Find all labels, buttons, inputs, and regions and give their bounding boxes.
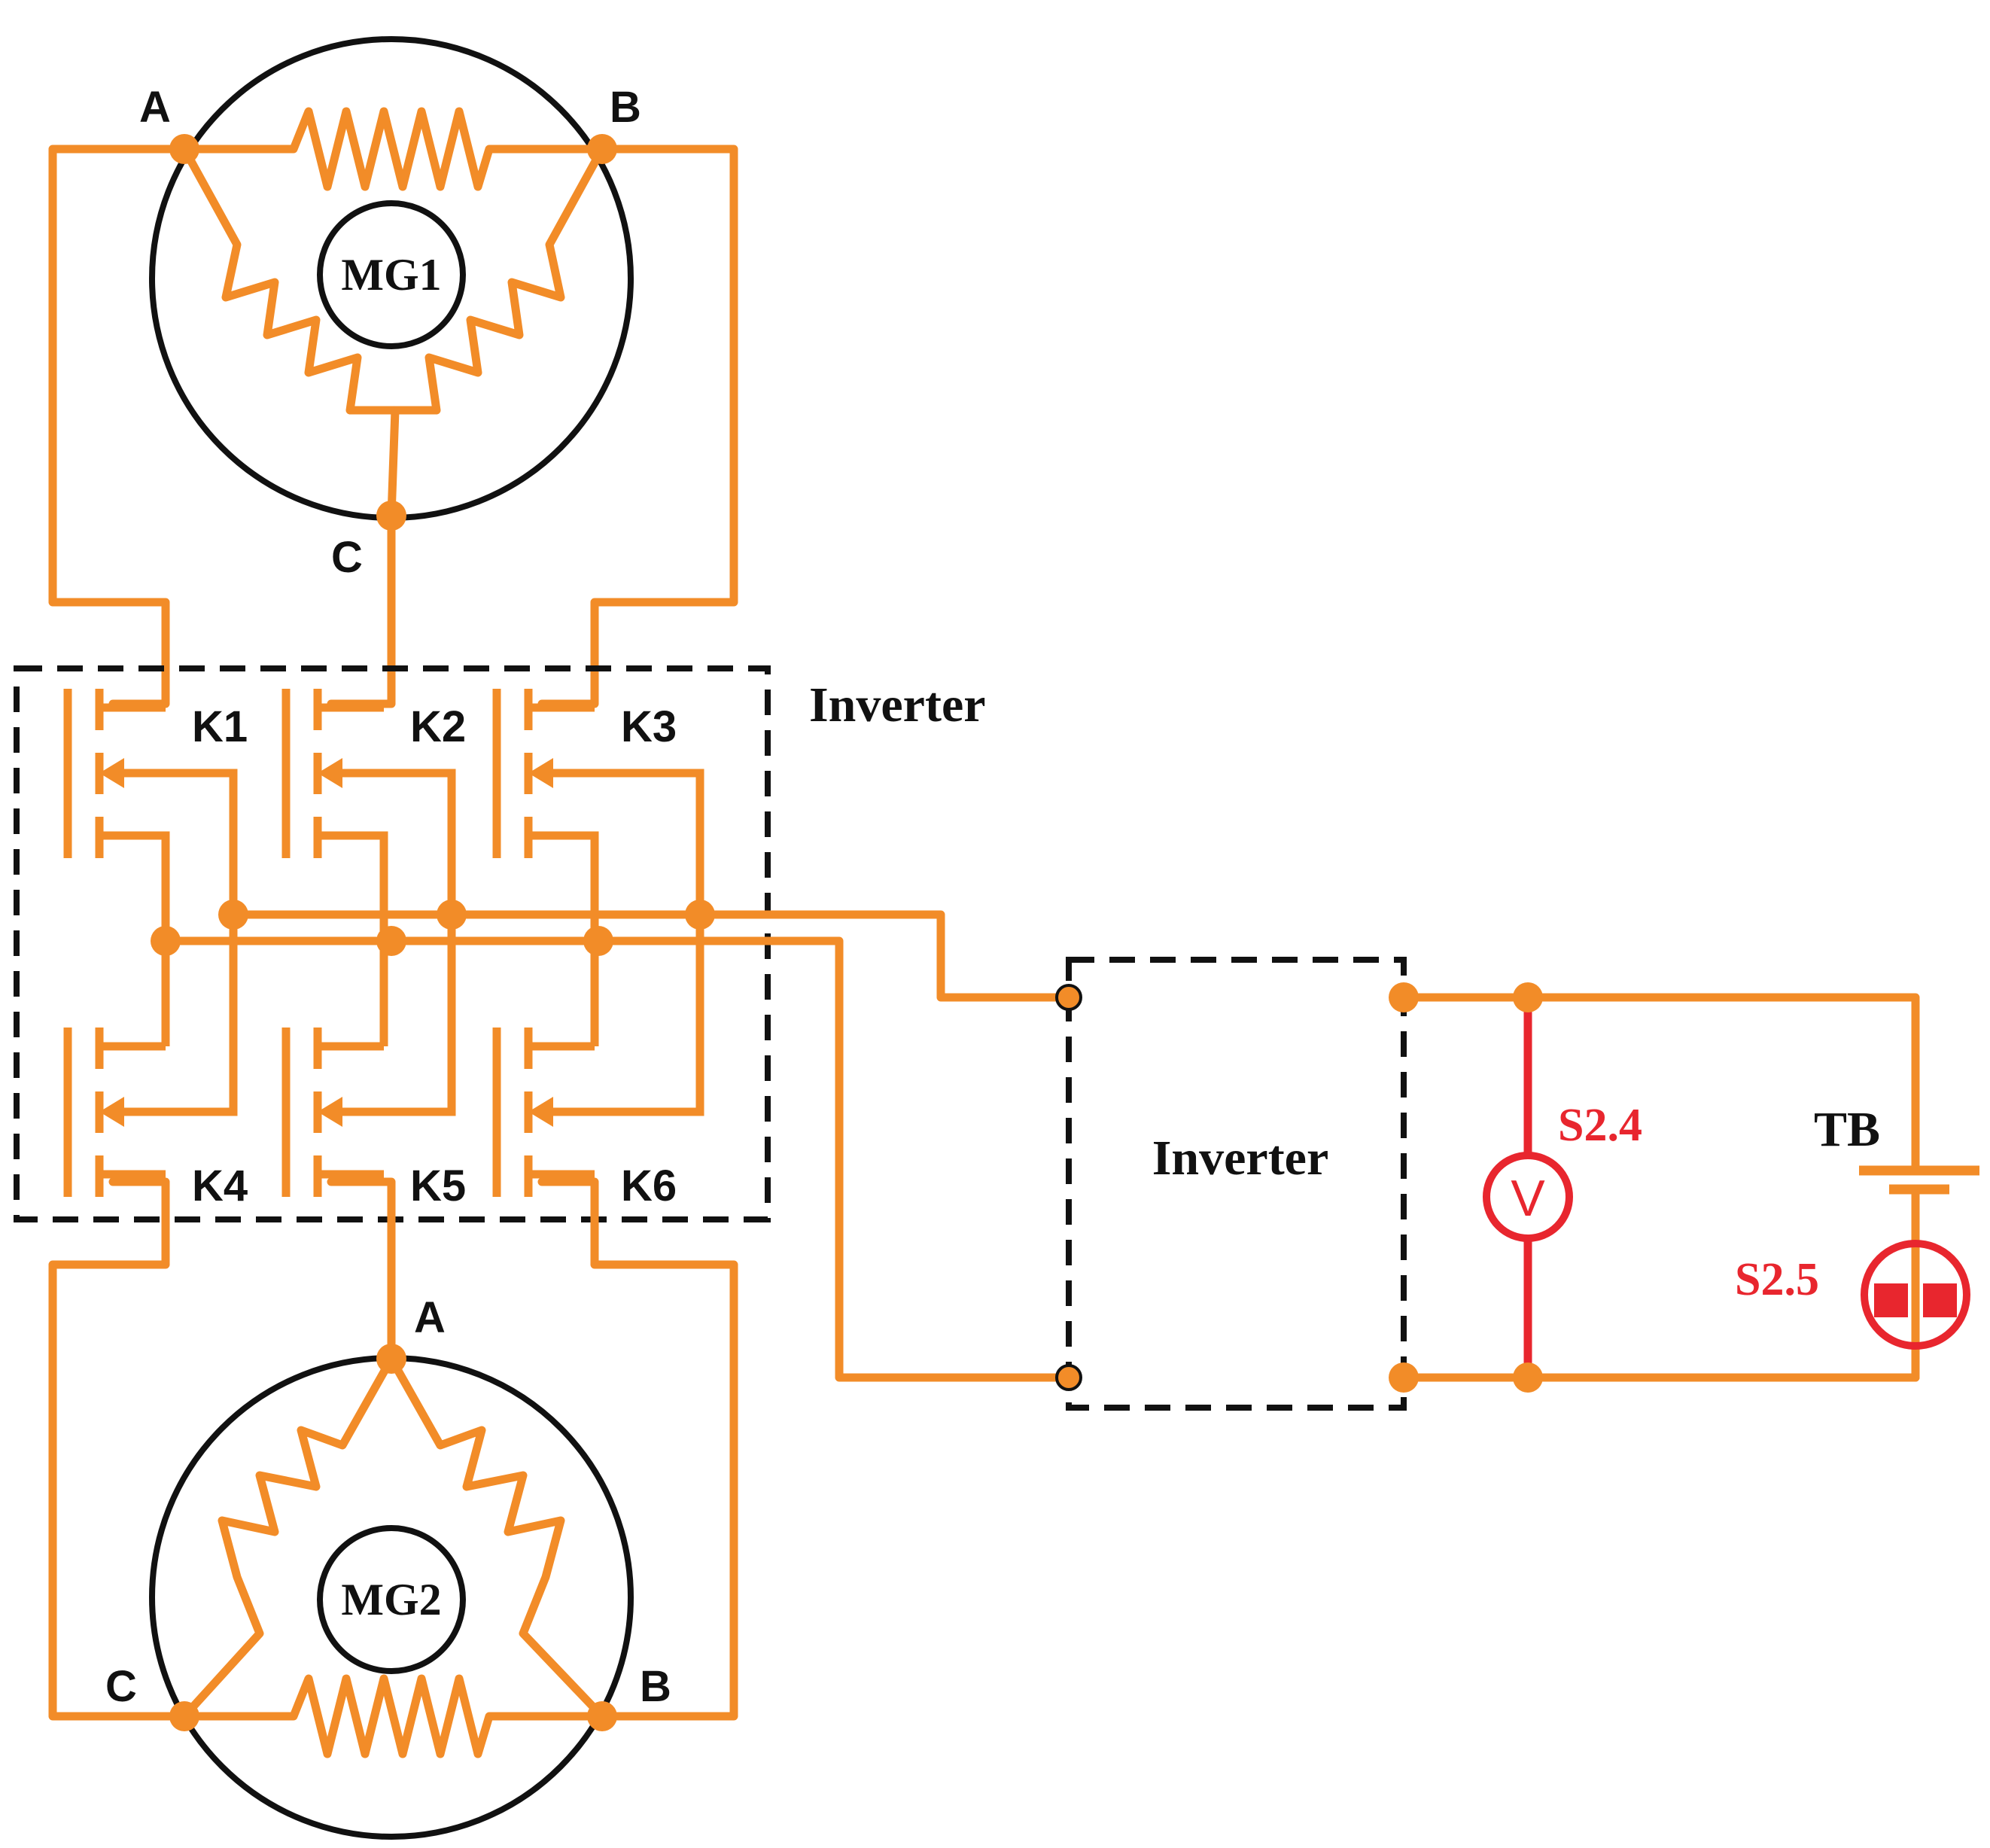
wire-hv-positive bbox=[1399, 993, 1920, 1175]
current-sensor-label: S2.5 bbox=[1735, 1254, 1819, 1305]
voltmeter-node-bottom bbox=[1513, 1362, 1543, 1393]
inv2-in-pos-terminal bbox=[1055, 984, 1082, 1011]
mg2-term-c-label: C bbox=[105, 1662, 137, 1711]
current-sensor-core-left bbox=[1874, 1283, 1908, 1317]
node-neg-k2 bbox=[376, 926, 406, 956]
switch-source-lead bbox=[528, 831, 599, 941]
switch-body-arrow bbox=[99, 758, 124, 788]
mg1-label: MG1 bbox=[341, 250, 441, 300]
voltmeter-circle bbox=[1483, 1152, 1573, 1242]
dc-bus-negative bbox=[161, 936, 1073, 1382]
switch-body-arrow bbox=[528, 758, 553, 788]
node-neg-k1 bbox=[151, 926, 181, 956]
node-pos-k3 bbox=[685, 900, 715, 930]
mg2-term-b-label: B bbox=[640, 1662, 671, 1711]
wire-mg1-a-to-k1 bbox=[48, 145, 189, 708]
mg1-motor: MG1 A B C bbox=[139, 36, 641, 582]
inverter2-frame bbox=[1066, 957, 1407, 1411]
mg1-winding-ac bbox=[180, 145, 400, 520]
voltmeter-symbol: V bbox=[1511, 1170, 1545, 1227]
switch-body-lead bbox=[124, 769, 238, 915]
switch-body-lead bbox=[342, 915, 456, 1116]
voltmeter-s2-4: V S2.4 bbox=[1483, 982, 1642, 1393]
mg1-term-a-label: A bbox=[139, 83, 171, 132]
switch-k2: K2 bbox=[281, 689, 466, 941]
wire-k4-to-mg2-c bbox=[48, 1177, 189, 1721]
inverter1-label: Inverter bbox=[809, 677, 986, 732]
mg2-label: MG2 bbox=[341, 1575, 441, 1624]
current-sensor-s2-5: S2.5 bbox=[1735, 1240, 1970, 1350]
switch-body-lead bbox=[342, 769, 456, 915]
switch-k4: K4 bbox=[63, 915, 248, 1210]
wire-k5-to-mg2-a bbox=[327, 1177, 396, 1363]
traction-battery: TB bbox=[1814, 1102, 1979, 1195]
bus-nodes bbox=[151, 900, 715, 956]
switch-body-lead bbox=[124, 915, 238, 1116]
node-neg-k3 bbox=[583, 926, 613, 956]
switch-label: K6 bbox=[621, 1161, 677, 1210]
mg2-winding-ab bbox=[387, 1354, 607, 1721]
mg1-term-c-label: C bbox=[331, 533, 363, 582]
current-sensor-core-right bbox=[1923, 1283, 1957, 1317]
voltmeter-label: S2.4 bbox=[1558, 1100, 1642, 1151]
voltmeter-node-top bbox=[1513, 982, 1543, 1012]
switch-k3: K3 bbox=[492, 689, 704, 941]
mg2-term-a-label: A bbox=[414, 1293, 446, 1342]
mg1-rotor-circle bbox=[317, 200, 466, 349]
switch-label: K5 bbox=[410, 1161, 466, 1210]
switch-label: K4 bbox=[192, 1161, 248, 1210]
switch-body-arrow bbox=[318, 758, 342, 788]
mg2-rotor-circle bbox=[317, 1525, 466, 1674]
node-pos-k2 bbox=[437, 900, 467, 930]
inv2-out-pos-node bbox=[1389, 982, 1419, 1012]
inverter2-label: Inverter bbox=[1152, 1131, 1329, 1186]
switch-body-arrow bbox=[99, 1097, 124, 1127]
mg2-node-a bbox=[376, 1344, 406, 1374]
switch-source-lead bbox=[99, 831, 170, 941]
inv2-in-neg-terminal bbox=[1055, 1364, 1082, 1391]
wire-k6-to-mg2-b bbox=[537, 1177, 738, 1721]
mg1-winding-ab bbox=[180, 107, 607, 191]
switch-label: K3 bbox=[621, 702, 677, 751]
mg1-winding-bc bbox=[391, 145, 607, 415]
wire-mg1-b-to-k3 bbox=[537, 145, 738, 708]
switch-label: K2 bbox=[410, 702, 466, 751]
switch-source-lead bbox=[318, 831, 388, 941]
node-pos-k1 bbox=[218, 900, 248, 930]
mg2-node-c bbox=[169, 1701, 199, 1731]
switch-body-arrow bbox=[318, 1097, 342, 1127]
battery-label: TB bbox=[1814, 1102, 1880, 1157]
mg2-winding-cb bbox=[180, 1674, 607, 1758]
switch-body-lead bbox=[553, 915, 704, 1116]
dc-bus-positive bbox=[229, 910, 1073, 1002]
mg1-term-b-label: B bbox=[610, 83, 641, 132]
mg2-node-b bbox=[587, 1701, 617, 1731]
switch-body-arrow bbox=[528, 1097, 553, 1127]
switch-k5: K5 bbox=[281, 915, 466, 1210]
mg2-motor: MG2 A C B bbox=[105, 1293, 671, 1840]
switch-k1: K1 bbox=[63, 689, 248, 941]
current-sensor-circle bbox=[1861, 1240, 1970, 1350]
switch-label: K1 bbox=[192, 702, 248, 751]
inv2-out-neg-node bbox=[1389, 1362, 1419, 1393]
mg2-winding-ac bbox=[180, 1354, 396, 1721]
switch-body-lead bbox=[553, 769, 704, 915]
switch-k6: K6 bbox=[492, 915, 704, 1210]
